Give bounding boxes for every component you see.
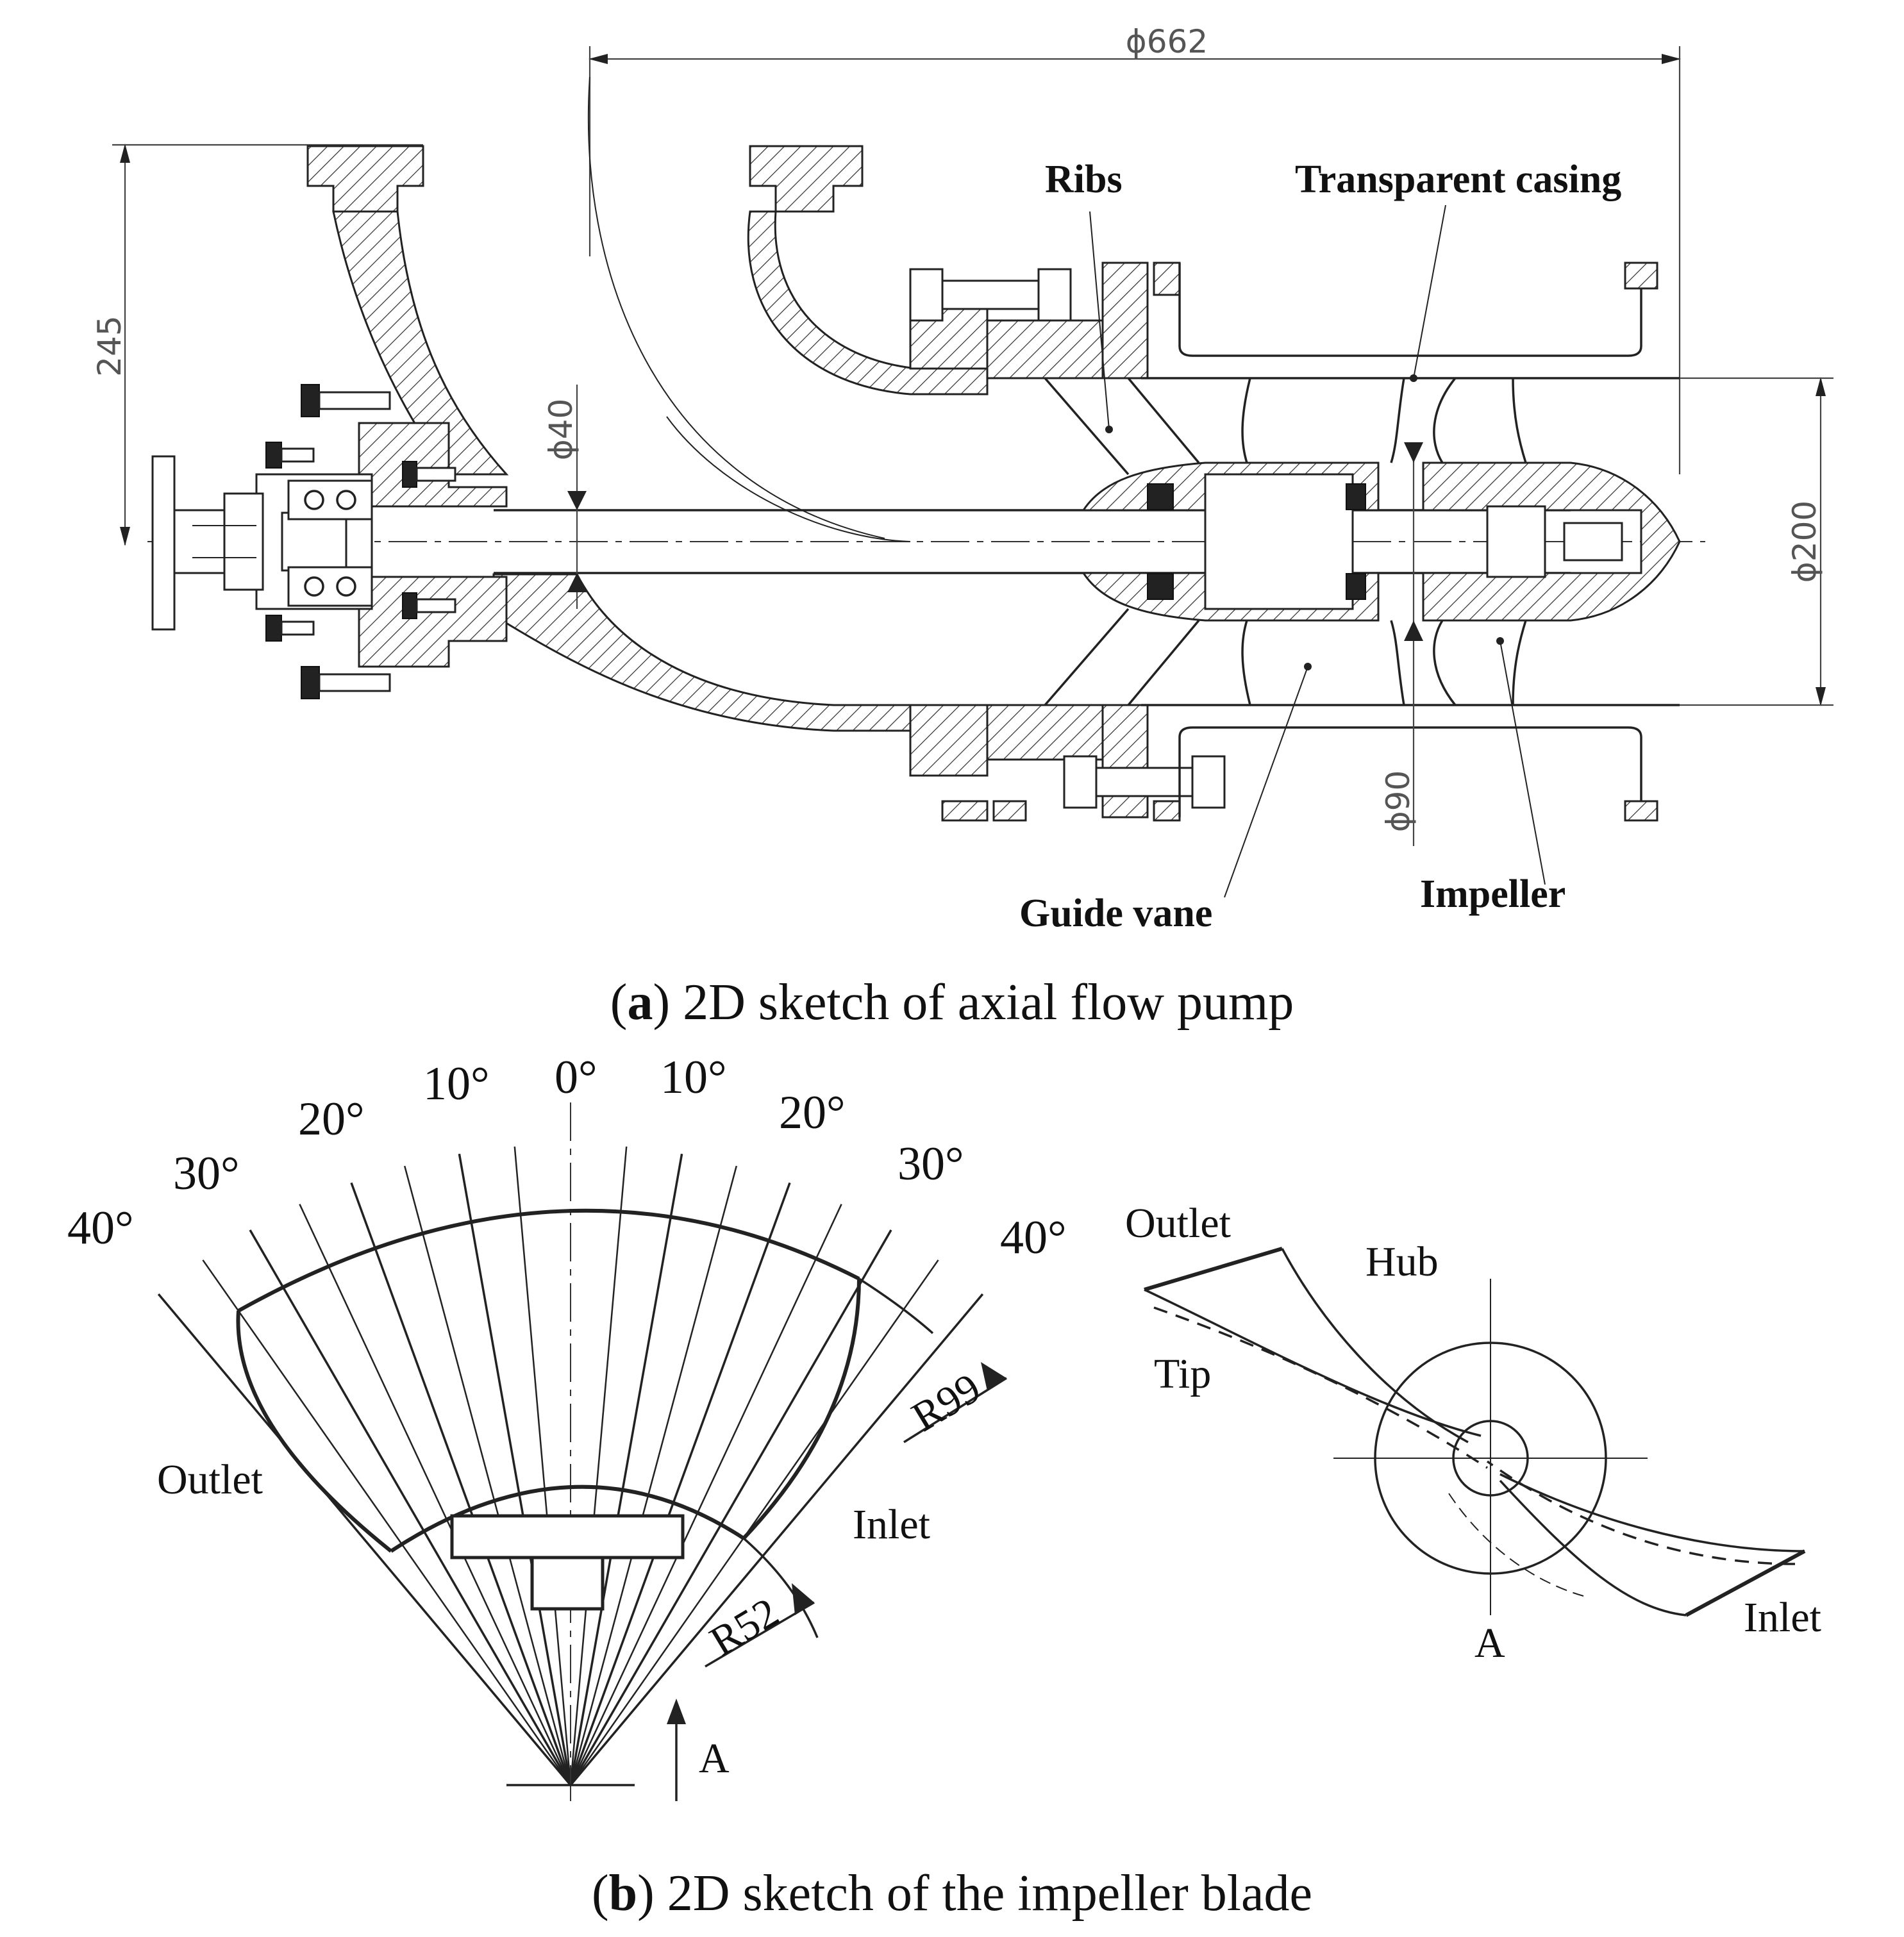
radial-line: [569, 1165, 738, 1786]
radial-line: [569, 1182, 791, 1786]
label-inlet-right: Inlet: [1744, 1594, 1821, 1641]
angle-label-left-20: 20°: [298, 1093, 365, 1145]
angle-label-right-30: 30°: [898, 1138, 964, 1190]
dimension-d662: ϕ662: [589, 23, 1681, 474]
label-impeller: Impeller: [1420, 872, 1566, 916]
mid-flange: [909, 262, 1226, 822]
label-r52: R52: [702, 1589, 787, 1665]
view-a-arrow-icon: [667, 1699, 686, 1801]
dimension-d662-label: ϕ662: [1126, 23, 1208, 60]
label-inlet-left: Inlet: [853, 1501, 930, 1548]
label-guide-vane: Guide vane: [1019, 892, 1212, 935]
blade-sector: [236, 1208, 934, 1638]
caption-a-text: ) 2D sketch of axial flow pump: [653, 974, 1294, 1031]
dimension-d200-label: ϕ200: [1786, 501, 1823, 583]
bearing-housing: [151, 384, 508, 699]
caption-a: (a) 2D sketch of axial flow pump: [610, 974, 1294, 1031]
dimension-d90: ϕ90: [1380, 442, 1423, 846]
radial-line: [514, 1146, 572, 1786]
radial-line: [249, 1229, 572, 1786]
caption-b: (b) 2D sketch of the impeller blade: [592, 1865, 1312, 1922]
bolt-icon: [909, 268, 1226, 809]
radial-line: [202, 1259, 572, 1786]
radial-line: [299, 1204, 572, 1786]
panel-a-pump-sketch: ϕ662 245: [91, 23, 1833, 1031]
radial-line: [569, 1146, 628, 1786]
caption-b-open: (: [592, 1865, 609, 1922]
label-outlet-right: Outlet: [1125, 1200, 1231, 1247]
radial-line: [458, 1153, 572, 1786]
radial-line: [569, 1204, 842, 1786]
label-view-a: A: [1474, 1620, 1505, 1667]
radial-line: [569, 1293, 984, 1786]
panel-b-blade-sketch: R99 R52 40° 30° 20° 10° 0° 10° 20° 30° 4…: [67, 1051, 1821, 1922]
blade-view-a: [1144, 1247, 1806, 1617]
angle-label-left-30: 30°: [173, 1147, 240, 1200]
angle-label-right-40: 40°: [1000, 1211, 1067, 1264]
caption-a-letter: a: [627, 974, 653, 1031]
angle-label-right-10: 10°: [660, 1051, 727, 1104]
dimension-d40-label: ϕ40: [542, 399, 580, 461]
angle-label-right-20: 20°: [779, 1086, 846, 1139]
dimension-245-label: 245: [91, 315, 128, 376]
angle-label-left-10: 10°: [423, 1058, 490, 1110]
label-hub: Hub: [1365, 1238, 1439, 1285]
angle-label-zero: 0°: [555, 1051, 597, 1104]
radial-line: [569, 1229, 892, 1786]
label-outlet-left: Outlet: [157, 1456, 263, 1503]
label-view-a-arrow: A: [699, 1735, 730, 1782]
radial-line: [350, 1182, 572, 1786]
radial-line: [569, 1153, 683, 1786]
shaft: [494, 509, 1571, 574]
radial-line: [157, 1293, 572, 1786]
dimension-d90-label: ϕ90: [1380, 770, 1417, 833]
label-ribs: Ribs: [1045, 158, 1123, 201]
label-transparent-casing: Transparent casing: [1295, 158, 1621, 201]
hub-assembly: [1044, 377, 1681, 706]
radius-dimensions: [705, 1362, 1007, 1668]
bolt-icon: [265, 384, 456, 699]
leader-lines: [1089, 204, 1546, 898]
radial-line: [569, 1259, 939, 1786]
radial-line: [403, 1165, 572, 1786]
caption-b-letter: b: [609, 1865, 638, 1922]
dimension-d40: ϕ40: [542, 385, 587, 609]
radial-lines: [157, 1146, 984, 1786]
label-tip: Tip: [1154, 1351, 1211, 1397]
caption-b-text: ) 2D sketch of the impeller blade: [637, 1865, 1312, 1922]
dimension-d200: ϕ200: [1680, 377, 1833, 706]
label-r99: R99: [904, 1365, 989, 1441]
caption-a-open: (: [610, 974, 628, 1031]
angle-label-left-40: 40°: [67, 1202, 134, 1254]
dimension-245: 245: [91, 144, 423, 546]
